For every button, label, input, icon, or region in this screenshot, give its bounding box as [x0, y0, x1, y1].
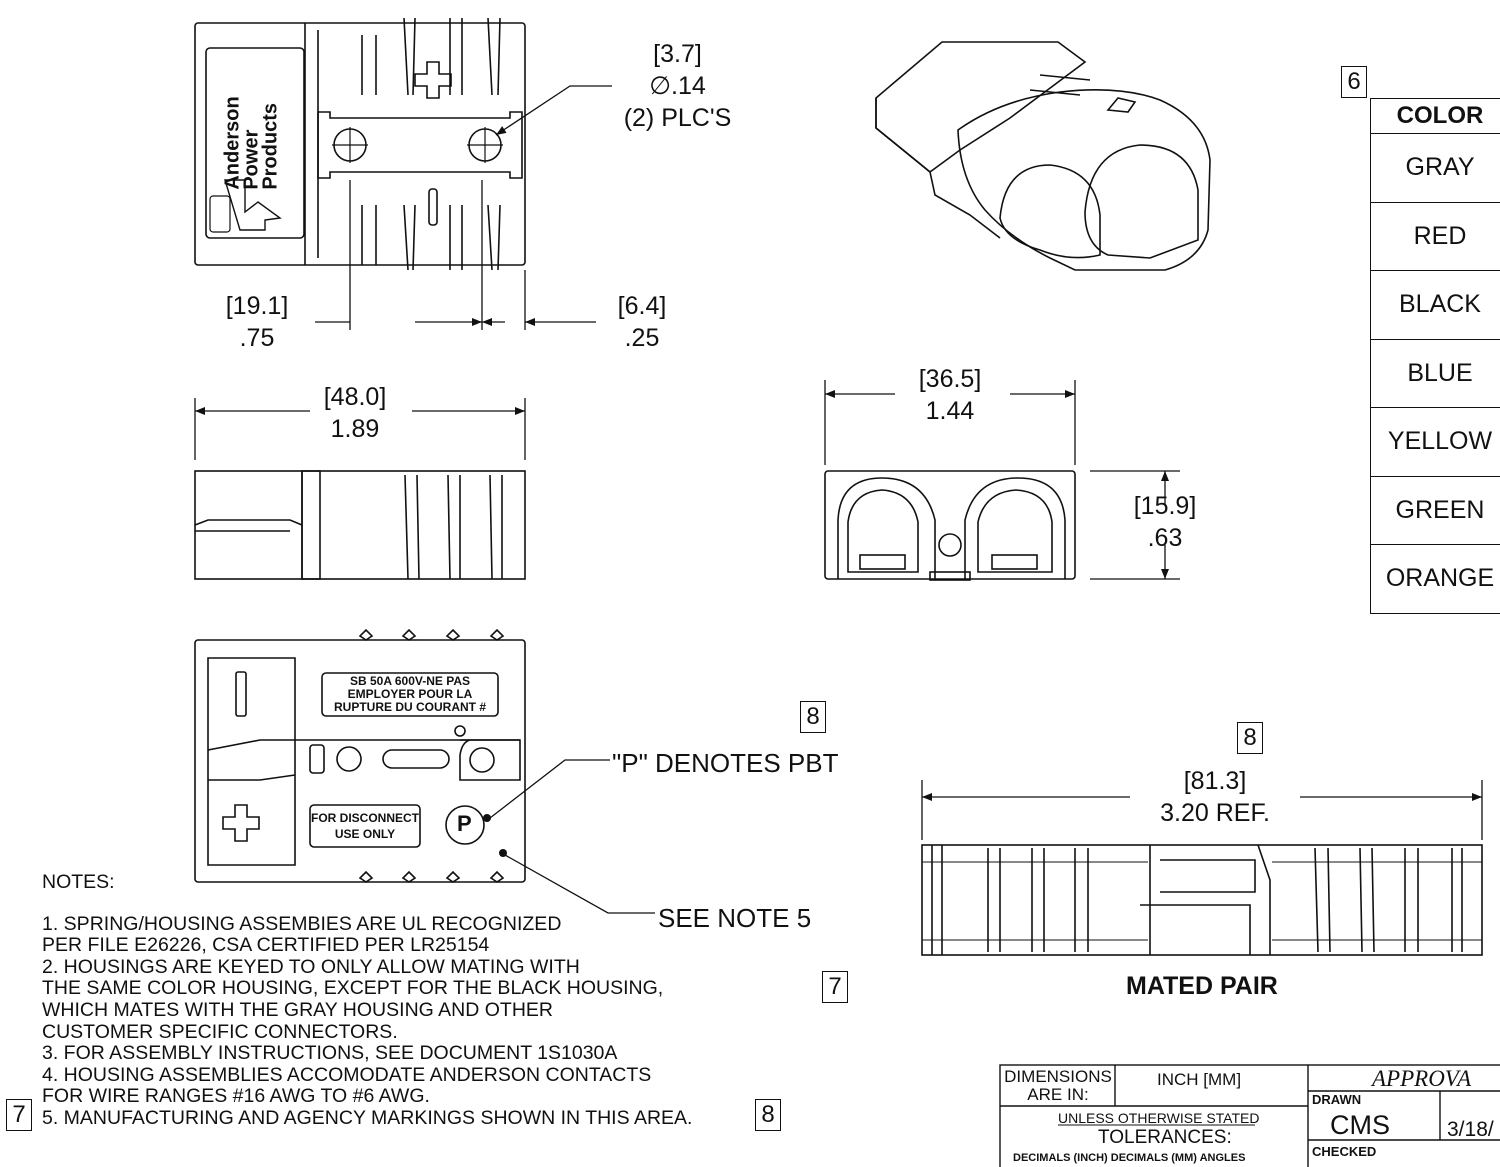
flag-8-bottom-view: 8 [800, 701, 826, 733]
top-width-left-mm: [19.1] [225, 292, 289, 320]
disconnect-label: FOR DISCONNECT USE ONLY [310, 810, 420, 842]
flag-8-notes: 8 [755, 1099, 781, 1131]
disconnect-line-2: USE ONLY [334, 827, 396, 841]
top-width-right-inch: .25 [624, 324, 660, 352]
tb-unless: UNLESS OTHERWISE STATED [1058, 1110, 1260, 1126]
flag-8-mated: 8 [1237, 722, 1263, 754]
front-width-dimension: [36.5] 1.44 [905, 363, 995, 427]
bottom-view-leaders [489, 759, 655, 914]
pbt-callout: "P" DENOTES PBT [612, 748, 839, 778]
top-width-left-inch: .75 [239, 324, 275, 352]
top-width-right-dimension: [6.4] .25 [602, 290, 682, 354]
rating-label: SB 50A 600V-NE PAS EMPLOYER POUR LA RUPT… [322, 675, 498, 714]
rating-line-3: RUPTURE DU COURANT # [333, 700, 486, 714]
color-row: YELLOW [1370, 407, 1500, 477]
title-block [999, 1064, 1500, 1167]
front-width-mm: [36.5] [918, 365, 982, 393]
mated-pair-view [921, 844, 1483, 956]
note-line: CUSTOMER SPECIFIC CONNECTORS. [42, 1020, 398, 1043]
brand-line-3: Products [259, 102, 282, 190]
note-line: THE SAME COLOR HOUSING, EXCEPT FOR THE B… [42, 977, 664, 1000]
color-row: BLACK [1370, 270, 1500, 340]
front-width-inch: 1.44 [925, 397, 975, 425]
note-line: 4. HOUSING ASSEMBLIES ACCOMODATE ANDERSO… [42, 1063, 652, 1086]
isometric-view [875, 41, 1211, 271]
side-length-inch: 1.89 [330, 415, 380, 443]
tb-tolerance-columns: DECIMALS (INCH) DECIMALS (MM) ANGLES [1013, 1152, 1246, 1164]
note-line: PER FILE E26226, CSA CERTIFIED PER LR251… [42, 934, 490, 957]
tb-dimensions-label: DIMENSIONS ARE IN: [1003, 1068, 1113, 1104]
see-note-callout: SEE NOTE 5 [658, 903, 812, 933]
flag-7-mid: 7 [822, 971, 848, 1003]
flag-6: 6 [1341, 66, 1367, 98]
front-height-mm: [15.9] [1133, 492, 1197, 520]
hole-dim-inch: ∅.14 [649, 72, 706, 100]
color-row: RED [1370, 201, 1500, 271]
color-row: GRAY [1370, 133, 1500, 203]
note-line: WHICH MATES WITH THE GRAY HOUSING AND OT… [42, 998, 553, 1021]
hole-dim-mm: [3.7] [653, 40, 702, 68]
side-length-mm: [48.0] [323, 383, 387, 411]
flag-7-notes: 7 [6, 1099, 32, 1131]
tb-units: INCH [MM] [1157, 1070, 1242, 1089]
tb-tolerances: TOLERANCES: [1098, 1127, 1232, 1148]
mated-pair-mm: [81.3] [1183, 767, 1247, 795]
p-letter-mark: P [457, 811, 472, 836]
note-line: 2. HOUSINGS ARE KEYED TO ONLY ALLOW MATI… [42, 955, 580, 978]
tb-checked-label: CHECKED [1312, 1144, 1377, 1159]
tb-drawn-date: 3/18/ [1447, 1118, 1494, 1141]
color-row: BLUE [1370, 338, 1500, 408]
mated-pair-dimension-text: [81.3] 3.20 REF. [1130, 765, 1300, 829]
mated-pair-dimension [921, 780, 1483, 840]
brand-logo-text: Anderson Power Products [222, 96, 282, 190]
note5-leader-dot [499, 849, 507, 857]
side-view-dimension [194, 398, 526, 460]
tb-dimensions-line-1: DIMENSIONS [1004, 1067, 1112, 1086]
disconnect-line-1: FOR DISCONNECT [311, 811, 419, 825]
color-table: COLOR GRAY RED BLACK BLUE YELLOW GREEN O… [1370, 98, 1500, 614]
tb-dimensions-line-2: ARE IN: [1027, 1085, 1089, 1104]
rating-line-1: SB 50A 600V-NE PAS [349, 674, 471, 688]
note-line: 5. MANUFACTURING AND AGENCY MARKINGS SHO… [42, 1106, 693, 1129]
hole-dim-qty: (2) PLC'S [623, 104, 732, 132]
notes-block: NOTES: 1. SPRING/HOUSING ASSEMBIES ARE U… [42, 871, 693, 1130]
notes-header: NOTES: [42, 871, 115, 893]
tb-drawn-by: CMS [1330, 1110, 1390, 1140]
rating-line-2: EMPLOYER POUR LA [347, 687, 473, 701]
color-row: ORANGE [1370, 544, 1500, 614]
top-view-dimensions [315, 85, 612, 330]
bottom-view [194, 628, 526, 883]
mated-pair-inch: 3.20 REF. [1160, 799, 1270, 827]
tb-approvals: APPROVA [1372, 1066, 1472, 1091]
top-width-left-dimension: [19.1] .75 [212, 290, 302, 354]
hole-dimension: [3.7] ∅.14 (2) PLC'S [620, 38, 735, 134]
front-view [824, 470, 1076, 581]
note-line: 1. SPRING/HOUSING ASSEMBIES ARE UL RECOG… [42, 912, 562, 935]
note-line: FOR WIRE RANGES #16 AWG TO #6 AWG. [42, 1085, 430, 1108]
front-height-dimension: [15.9] .63 [1120, 490, 1210, 554]
front-view-dimensions [824, 380, 1180, 580]
mated-pair-title: MATED PAIR [1126, 972, 1278, 1000]
pbt-leader-dot [483, 814, 491, 822]
front-height-inch: .63 [1147, 524, 1183, 552]
color-table-header: COLOR [1370, 98, 1500, 134]
top-view [194, 17, 526, 271]
note-line: 3. FOR ASSEMBLY INSTRUCTIONS, SEE DOCUME… [42, 1042, 618, 1065]
tb-drawn-label: DRAWN [1312, 1092, 1362, 1107]
side-length-dimension: [48.0] 1.89 [310, 381, 400, 445]
side-view [194, 470, 526, 580]
top-width-right-mm: [6.4] [617, 292, 667, 320]
color-row: GREEN [1370, 475, 1500, 545]
